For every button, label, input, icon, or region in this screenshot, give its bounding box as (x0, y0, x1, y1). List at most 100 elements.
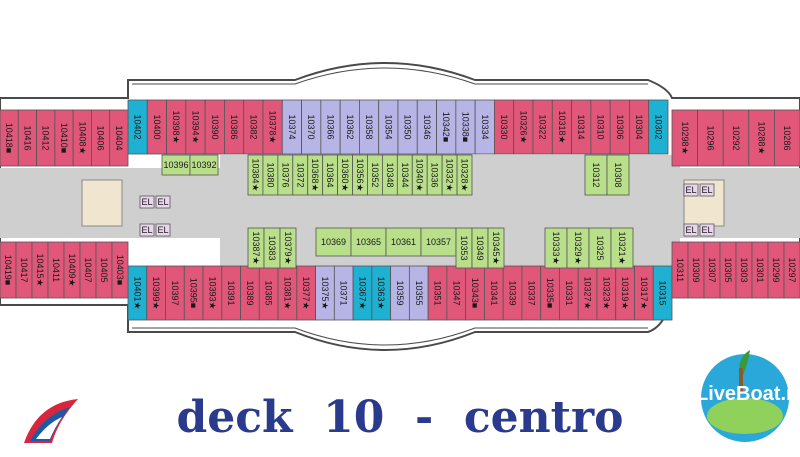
cabin-b-28: 10315 (658, 280, 668, 305)
cabin-tr-2: 10292 (731, 125, 741, 150)
cabin-br-5: 10301 (755, 257, 765, 282)
elevator-0: EL (141, 197, 152, 207)
cabin-b-26: 10319★ (620, 276, 630, 309)
cabin-b-6: 10389 (245, 280, 255, 305)
cabin-mbl-0: 10387★ (251, 231, 261, 264)
cabin-b-11: 10371 (339, 280, 349, 305)
cabin-22: 10318★ (557, 110, 567, 143)
cabin-mbl-1: 10383 (267, 235, 277, 260)
cabin-11: 10362 (345, 114, 355, 139)
hull-inner-line (132, 67, 648, 85)
cabin-mbr-2: 10325 (595, 235, 605, 260)
cabin-tl-6-box (109, 109, 129, 167)
cabin-mt-7: 10356★ (355, 158, 365, 191)
elevator-4-box (683, 183, 699, 197)
cabin-19: 10330 (499, 114, 509, 139)
cabin-mt-14-box (456, 154, 473, 196)
cabin-27: 10302 (653, 114, 663, 139)
cabin-mt-4: 10368★ (310, 158, 320, 191)
cabin-17: 10338■ (461, 112, 471, 142)
cabin-mt-14: 10328★ (460, 158, 470, 191)
cabin-20: 10326★ (518, 110, 528, 143)
cabin-18: 10334 (480, 114, 490, 139)
cabin-24: 10310 (596, 114, 606, 139)
cabin-25: 10306 (615, 114, 625, 139)
cabin-mbl-2: 10379★ (283, 231, 293, 264)
cabin-br-2: 10307 (707, 257, 717, 282)
cabin-7: 10378★ (268, 110, 278, 143)
cabin-b-1: 10399★ (151, 276, 161, 309)
cabin-b-27: 10317★ (639, 276, 649, 309)
cabin-b-4: 10393★ (207, 276, 217, 309)
cabin-mbh-0-box (315, 227, 352, 257)
cabin-tl-3: 10410■ (59, 123, 69, 153)
cabin-mbh-3: 10357 (426, 237, 451, 247)
cabin-b-18: 10343■ (470, 278, 480, 308)
cabin-mt-9: 10348 (385, 162, 395, 187)
cabin-mbh-1-box (350, 227, 387, 257)
cabin-mtr-0: 10312 (591, 162, 601, 187)
cabin-b-25: 10323★ (601, 276, 611, 309)
cabin-tl-6: 10404 (114, 125, 124, 150)
cabin-26: 10304 (634, 114, 644, 139)
cabin-mt-10: 10344 (400, 162, 410, 187)
elevator-6: EL (685, 225, 696, 235)
cabin-b-22: 10335■ (545, 278, 555, 308)
cabin-bl-4: 10409★ (67, 253, 77, 286)
cabin-tr-1: 10296 (705, 125, 715, 150)
cabin-br-1: 10309 (691, 257, 701, 282)
cabin-mt-11: 10340★ (415, 158, 425, 191)
cabin-br-4: 10303 (739, 257, 749, 282)
cabin-23: 10314 (576, 114, 586, 139)
elevator-3-box (155, 223, 171, 237)
cabin-3: 10394★ (191, 110, 201, 143)
cabin-mbr-1: 10329★ (573, 231, 583, 264)
cabin-15: 10346 (422, 114, 432, 139)
cabin-tr-0-box (671, 109, 699, 167)
cabin-bl-2: 10415★ (35, 253, 45, 286)
cabin-b-8: 10381★ (282, 276, 292, 309)
cabin-mbl-2-box (279, 227, 297, 269)
cabin-mbh-0: 10369 (321, 237, 346, 247)
cabin-mt-5: 10364 (325, 162, 335, 187)
cabin-br-7: 10297 (787, 257, 797, 282)
cabin-b-20: 10339 (508, 280, 518, 305)
cabin-bl-0: 10419■ (3, 255, 13, 285)
cabin-b-17: 10347 (451, 280, 461, 305)
cabin-mbr-3: 10321★ (617, 231, 627, 264)
cabin-mt-8: 10352 (370, 162, 380, 187)
cabin-mbh-2-box (385, 227, 422, 257)
cabin-bl-5: 10407 (83, 257, 93, 282)
cabin-1: 10400 (152, 114, 162, 139)
cabin-mtl-1-box (189, 154, 219, 176)
elevator-6-box (683, 223, 699, 237)
elevator-5: EL (701, 185, 712, 195)
cabin-tr-0: 10298★ (680, 121, 690, 154)
hull-inner-line-bottom (132, 327, 648, 346)
cabin-mtl-0: 10396 (163, 160, 188, 170)
cabin-tl-5: 10406 (96, 125, 106, 150)
cabin-b-5: 10391 (226, 280, 236, 305)
cabin-b-9: 10377★ (301, 276, 311, 309)
cabin-13: 10354 (383, 114, 393, 139)
cabin-tr-4-box (774, 109, 800, 167)
cabin-mt-1: 10380 (265, 162, 275, 187)
cabin-tr-3: 10288★ (757, 121, 767, 154)
elevator-7: EL (701, 225, 712, 235)
cabin-8: 10374 (287, 114, 297, 139)
elevator-1: EL (157, 197, 168, 207)
cabin-mbm-2-box (487, 227, 505, 269)
cabin-mbm-2: 10345★ (491, 231, 501, 264)
cabin-b-3: 10395■ (189, 278, 199, 308)
cabin-b-24: 10327★ (583, 276, 593, 309)
cabin-0: 10402 (133, 114, 143, 139)
cabin-12: 10358 (364, 114, 374, 139)
cabin-bl-1: 10417 (19, 257, 29, 282)
cabin-bl-7: 10403■ (115, 255, 125, 285)
cabin-mt-12: 10336 (430, 162, 440, 187)
cabin-b-0: 10401★ (132, 276, 142, 309)
cabin-mt-6: 10360★ (340, 158, 350, 191)
cabin-27-box (648, 99, 669, 155)
elevator-7-box (699, 223, 715, 237)
